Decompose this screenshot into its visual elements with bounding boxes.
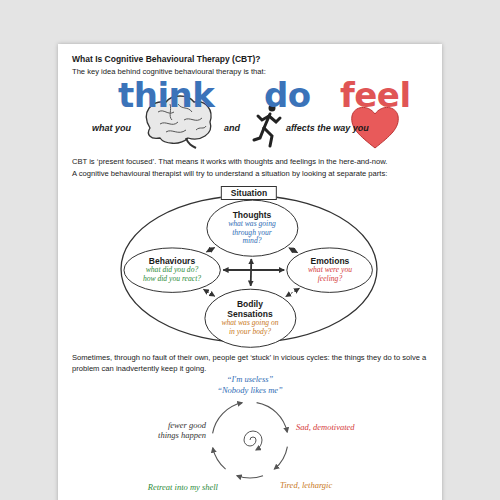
ellipse-outline [287, 248, 373, 292]
page-title: What Is Cognitive Behavioural Therapy (C… [72, 54, 260, 64]
part-heading: Thoughts [222, 210, 282, 220]
ellipse-outline [121, 196, 377, 343]
bubble-content: Bodily Sensationswhat was going on in yo… [220, 299, 280, 336]
cycle-arrow [213, 403, 243, 434]
prompt-text: what was going on in your body? [220, 319, 280, 336]
bubble-content: Behaviourswhat did you do? how did you r… [140, 256, 204, 283]
consequence-label: fewer good things happen [146, 420, 206, 440]
cross-arrow [250, 259, 252, 286]
prompt-text: what did you do? how did you react? [140, 266, 204, 283]
paragraph-text: Sometimes, through no fault of their own… [72, 352, 432, 374]
cycle-arrow [213, 448, 226, 469]
dashed-arrow [206, 248, 214, 252]
phrase-text: affects the way you [286, 123, 369, 133]
key-word: think [118, 78, 214, 112]
bubble-content: Emotionswhat were you feeling? [302, 256, 358, 283]
prompt-text: what were you feeling? [302, 266, 358, 283]
cycle-arrow [237, 476, 263, 478]
bubble-content: Thoughtswhat was going through your mind… [222, 210, 282, 246]
situation-ellipse: SituationThoughtswhat was going through … [120, 194, 378, 344]
emotions-bubble: Emotionswhat were you feeling? [286, 247, 373, 293]
cycle-arrow [257, 403, 288, 433]
situation-heading: Situation [221, 186, 277, 200]
cycle-arrow [274, 447, 287, 470]
dashed-arrow [204, 289, 215, 296]
dashed-arrow [286, 288, 300, 296]
thought-label: “I'm useless” [227, 374, 273, 384]
phrase-text: and [224, 123, 240, 133]
part-heading: Behaviours [140, 256, 204, 266]
spiral-symbol [244, 431, 262, 450]
vicious-cycle [213, 403, 288, 478]
key-word: do [264, 78, 311, 112]
paragraph-text: A cognitive behavioural therapist will t… [72, 169, 387, 178]
part-heading: Bodily Sensations [220, 299, 280, 319]
behaviours-bubble: Behaviourswhat did you do? how did you r… [123, 247, 221, 293]
phrase-text: what you [92, 123, 131, 133]
thought-label: “Nobody likes me” [217, 385, 283, 395]
thoughts-bubble: Thoughtswhat was going through your mind… [206, 199, 299, 257]
dashed-arrow [289, 248, 298, 253]
emotion-label: Sad, demotivated [296, 422, 355, 432]
prompt-text: what was going through your mind? [222, 220, 282, 246]
key-word: feel [340, 78, 411, 112]
ellipse-outline [207, 200, 298, 256]
body-label: Tired, lethargic [280, 480, 332, 490]
part-heading: Emotions [302, 256, 358, 266]
cross-arrow [223, 269, 284, 271]
bodily-bubble: Bodily Sensationswhat was going on in yo… [204, 288, 297, 349]
paragraph-text: CBT is ‘present focused’. That means it … [72, 157, 387, 166]
behaviour-label: Retreat into my shell [148, 482, 218, 492]
intro-text: The key idea behind cognitive behavioura… [72, 67, 266, 76]
ellipse-outline [124, 248, 220, 292]
ellipse-outline [205, 289, 296, 347]
